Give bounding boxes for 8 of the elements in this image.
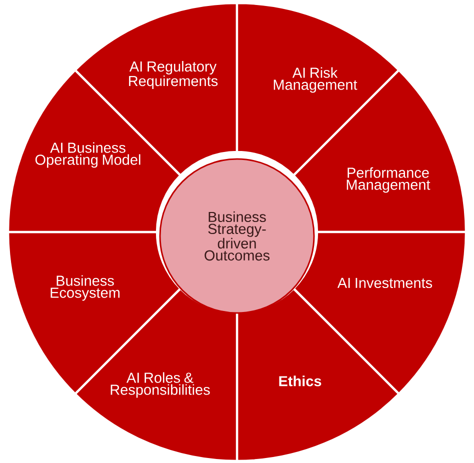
segment-label: AI Business Operating Model	[35, 142, 140, 168]
segment-label: AI Investments	[337, 278, 432, 288]
segment-label: AI Roles & Responsibilities	[110, 372, 210, 398]
segment-label: Performance Management	[346, 167, 430, 193]
segment-label: Ethics	[279, 376, 322, 386]
segment-label: AI Regulatory Requirements	[129, 60, 218, 89]
segment-label: Business Ecosystem	[50, 275, 120, 301]
segment-label: AI Risk Management	[274, 67, 358, 93]
